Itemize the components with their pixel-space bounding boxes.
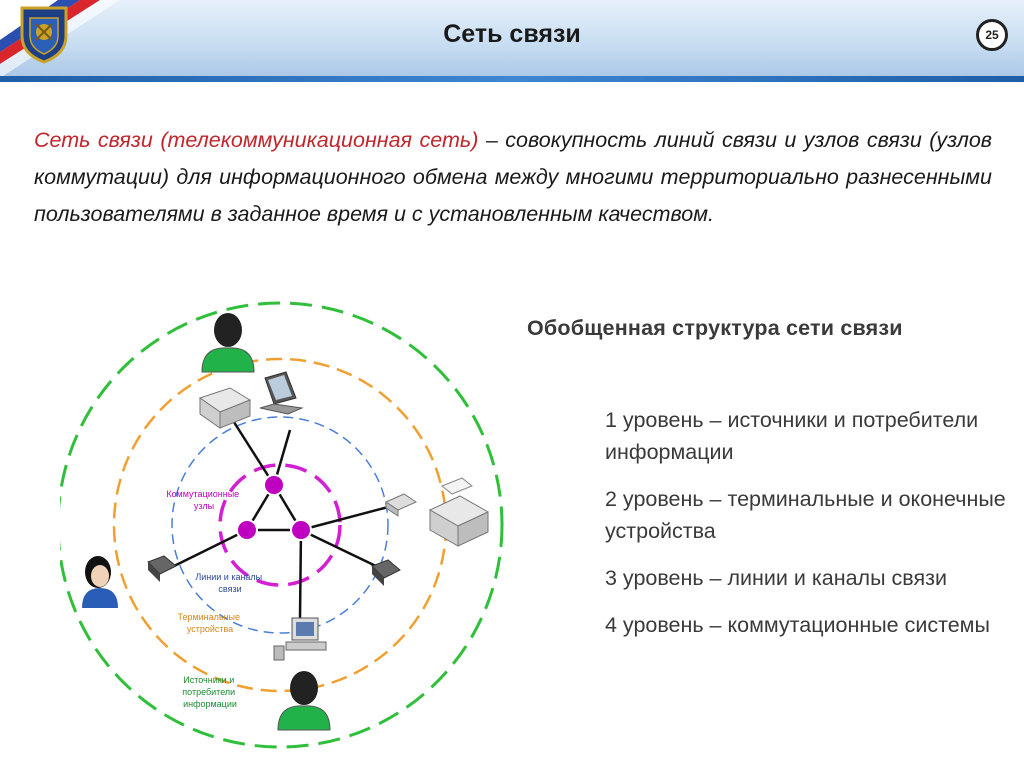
label-switching-nodes: Коммутационные узлы: [166, 489, 241, 511]
label-lines: Линии и каналы связи: [195, 572, 264, 594]
slide-header: Сеть связи 25: [0, 0, 1024, 78]
switching-node: [291, 520, 311, 540]
user-icon: [82, 556, 118, 608]
lines-ring: [172, 417, 388, 633]
definition-paragraph: Сеть связи (телекоммуникационная сеть) –…: [34, 122, 992, 233]
user-icon: [202, 313, 254, 372]
page-title: Сеть связи: [0, 20, 1024, 49]
levels-list: 1 уровень – источники и потребители инфо…: [605, 404, 1015, 656]
list-item: 4 уровень – коммутационные системы: [605, 609, 1015, 641]
list-item: 3 уровень – линии и каналы связи: [605, 562, 1015, 594]
printer-icon: [200, 388, 250, 428]
network-diagram: Коммутационные узлы Линии и каналы связи…: [60, 290, 520, 760]
list-item: 2 уровень – терминальные и оконечные уст…: [605, 483, 1015, 547]
label-sources: Источники и потребители информации: [182, 675, 237, 709]
printer-icon: [430, 478, 488, 546]
switching-node: [264, 475, 284, 495]
modem-icon: [386, 494, 416, 516]
user-icon: [278, 671, 330, 730]
switching-node: [237, 520, 257, 540]
computer-icon: [274, 618, 326, 660]
list-item: 1 уровень – источники и потребители инфо…: [605, 404, 1015, 468]
communication-links: [170, 408, 392, 618]
structure-title: Обобщенная структура сети связи: [527, 316, 1007, 341]
label-terminals: Терминальные устройства: [177, 612, 242, 634]
definition-term: Сеть связи (телекоммуникационная сеть): [34, 128, 478, 152]
header-divider: [0, 76, 1024, 82]
phone-icon: [372, 560, 400, 586]
phone-icon: [148, 556, 176, 582]
laptop-icon: [260, 372, 302, 414]
page-number-badge: 25: [976, 19, 1008, 51]
